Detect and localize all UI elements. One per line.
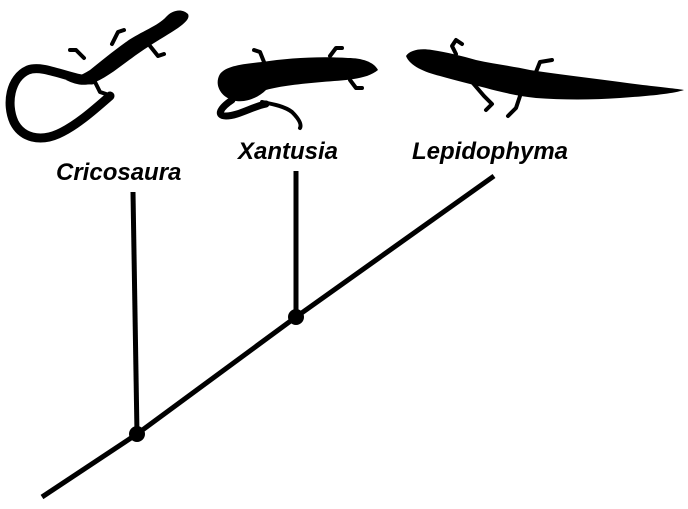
taxon-label-cricosaura: Cricosaura [56, 159, 181, 186]
curled-tail-lizard-silhouette [10, 10, 188, 138]
internal-branch [137, 317, 296, 434]
branch-cricosaura [133, 192, 137, 434]
walking-lizard-silhouette [406, 40, 684, 116]
node-xantusia-lepidophyma [288, 309, 304, 325]
taxon-label-lepidophyma: Lepidophyma [412, 138, 568, 165]
node-cricosaura-split [129, 426, 145, 442]
coiled-lizard-silhouette [218, 48, 378, 128]
branch-lepidophyma [296, 176, 494, 317]
tree-branches [42, 171, 494, 497]
trunk-branch [42, 434, 137, 497]
taxon-label-xantusia: Xantusia [236, 138, 338, 165]
